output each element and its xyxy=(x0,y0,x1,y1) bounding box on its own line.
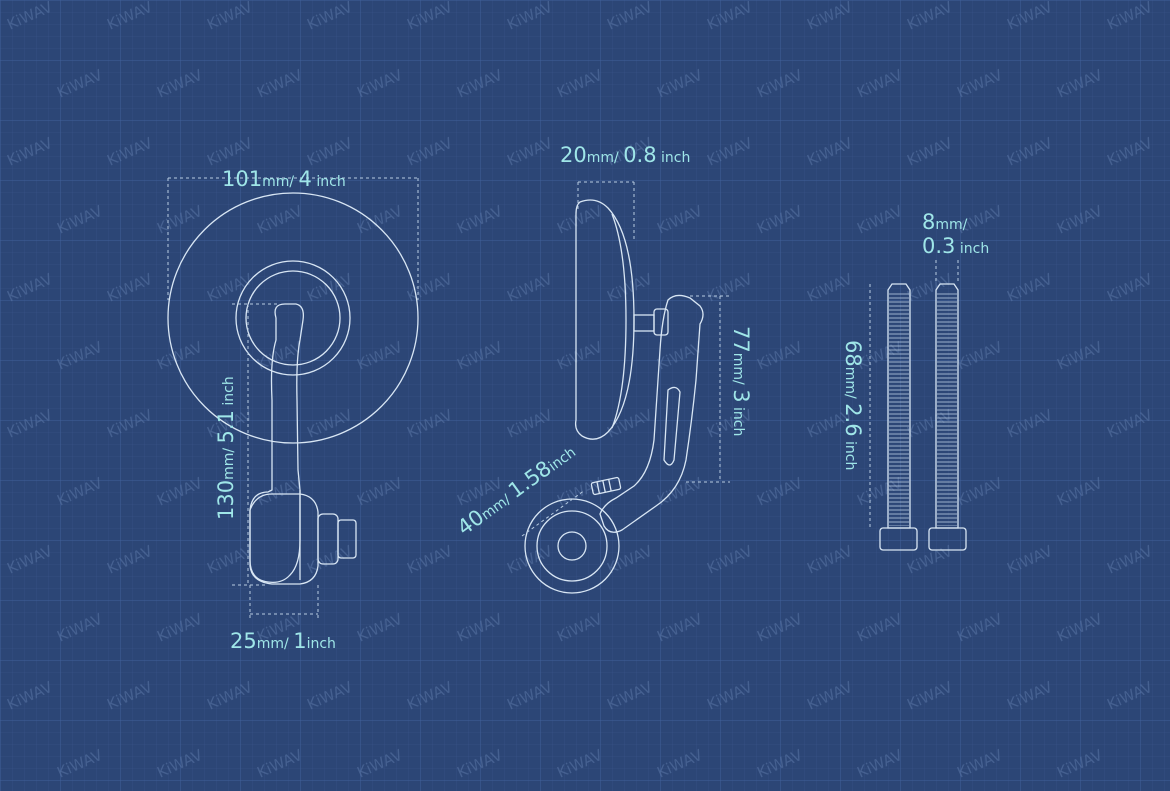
side-arm xyxy=(599,294,704,533)
mirror-back-boss-outer xyxy=(235,260,351,376)
bolt-diameter-label-mm: 8mm/ xyxy=(922,210,968,234)
side-arm-slot xyxy=(663,386,681,466)
front-view-mirror xyxy=(167,192,419,585)
side-adjust-screw xyxy=(590,476,622,496)
clamp-dim-line xyxy=(521,489,586,537)
mirror-back-boss-inner xyxy=(245,270,341,366)
front-clamp-body xyxy=(249,493,319,585)
front-base-label: 25mm/ 1inch xyxy=(230,629,336,653)
bolt-right xyxy=(928,283,967,551)
side-clamp-bore xyxy=(557,531,587,561)
front-height-label: 130mm/ 5.1 inch xyxy=(214,376,238,520)
side-clamp-inner xyxy=(536,510,608,582)
front-width-label: 101mm/ 4 inch xyxy=(222,167,346,191)
side-depth-label: 20mm/ 0.8 inch xyxy=(560,143,690,167)
bolt-dimension-lines xyxy=(869,260,959,528)
front-clamp-knob-inner xyxy=(337,519,357,559)
side-view-mirror xyxy=(524,199,704,594)
mirror-glass-outline xyxy=(167,192,419,444)
front-dimension-lines xyxy=(167,177,419,620)
side-dimension-lines xyxy=(521,181,730,537)
bolt-diameter-label-inch: 0.3 inch xyxy=(922,234,989,258)
bolt-length-label: 68mm/ 2.6 inch xyxy=(841,340,865,470)
front-stem xyxy=(249,303,304,583)
side-mirror-rim xyxy=(611,213,627,429)
bolt-left xyxy=(879,283,918,551)
side-arm-label: 77mm/ 3 inch xyxy=(729,326,753,436)
side-mirror-disc xyxy=(574,199,635,440)
